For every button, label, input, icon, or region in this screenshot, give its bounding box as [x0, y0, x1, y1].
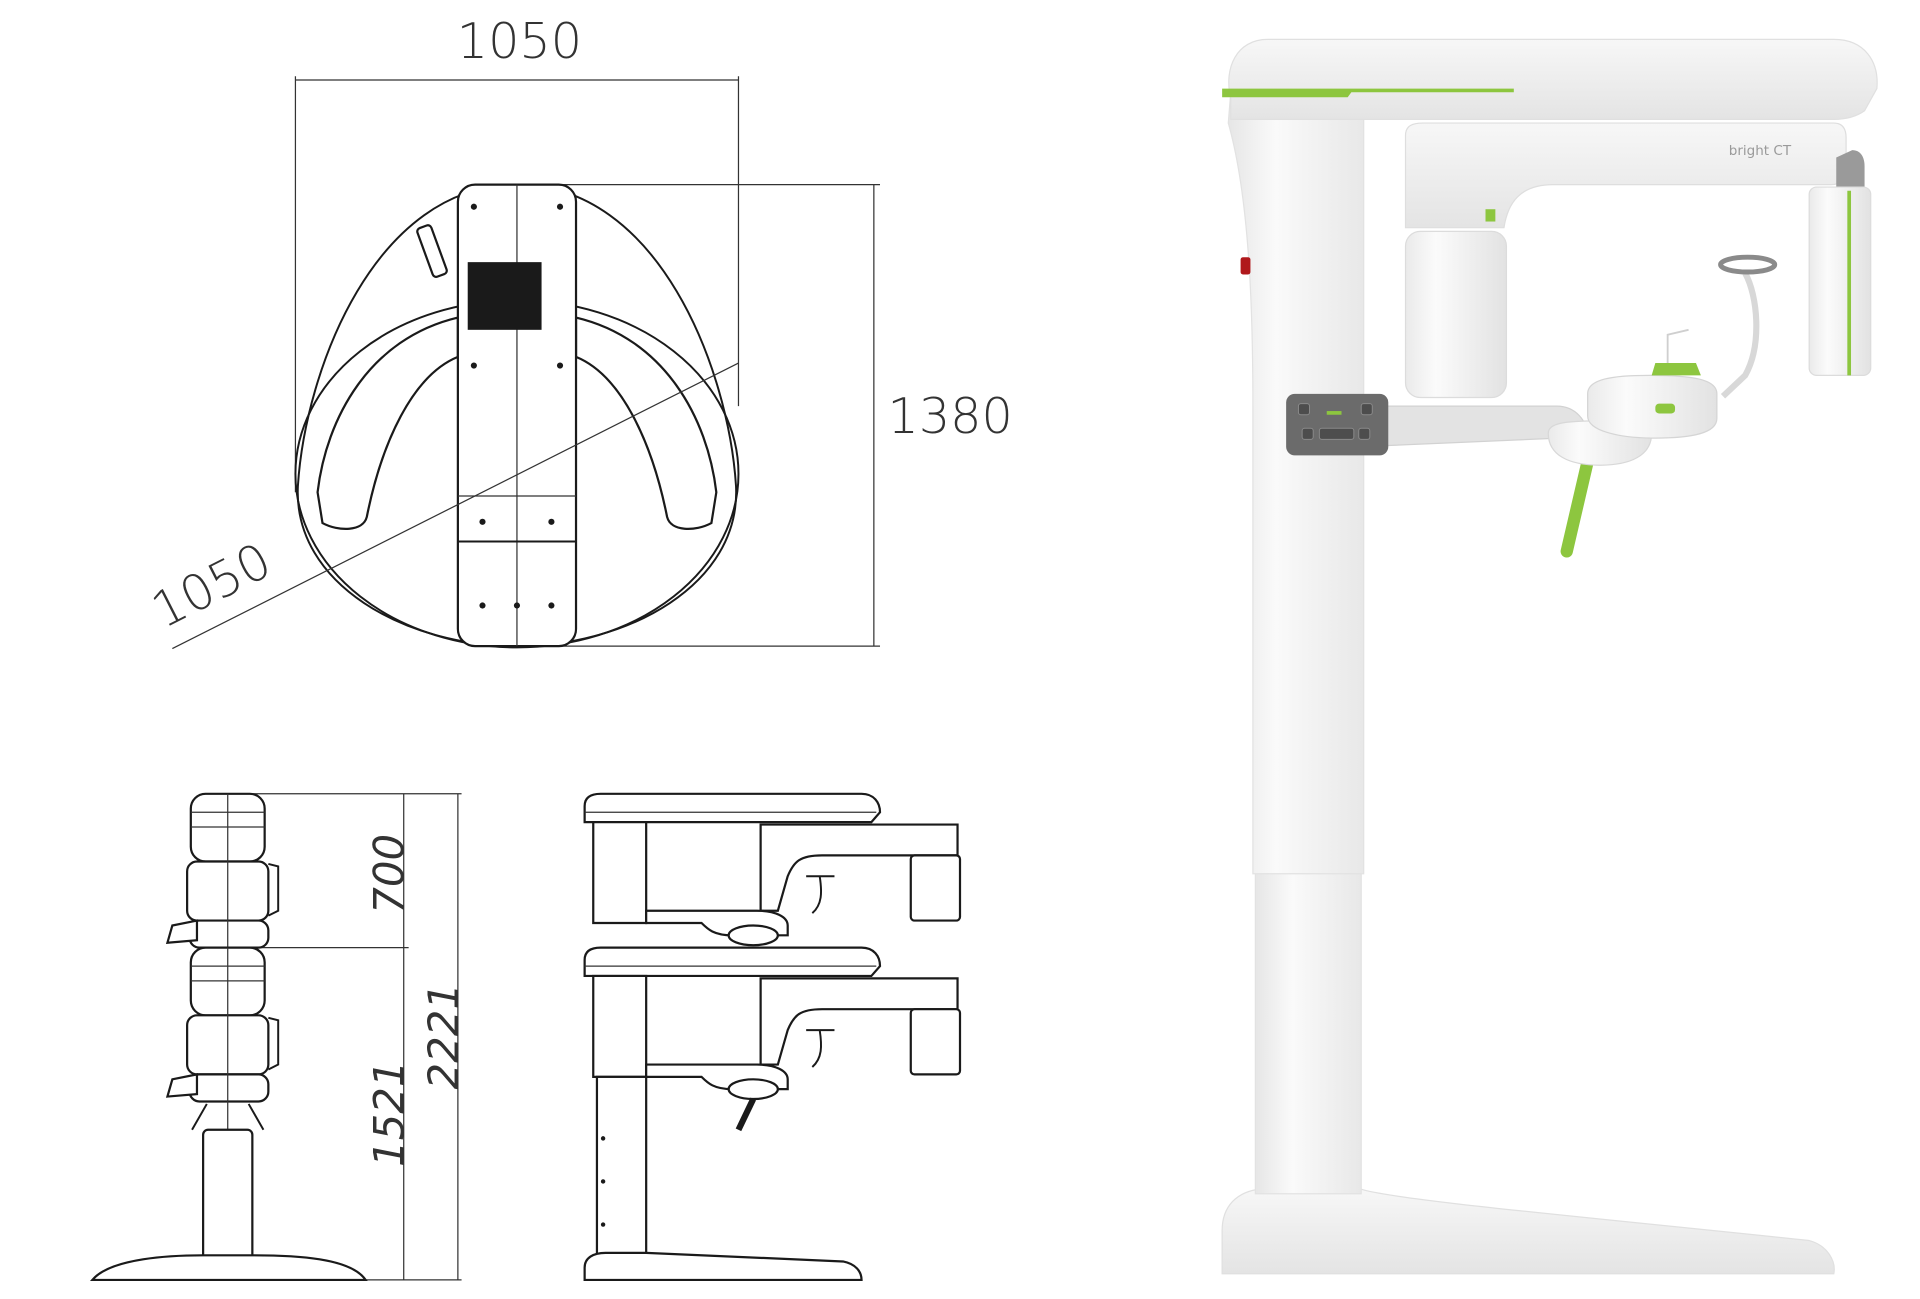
patient-support-arm: [1363, 405, 1589, 447]
diagonal-dimension-line: [172, 362, 739, 650]
diagonal-dimension-label: 1050: [142, 531, 280, 640]
temple-holder-ring: [1718, 254, 1778, 275]
lower-column: [1254, 860, 1362, 1195]
product-render: bright CT: [1221, 38, 1878, 1275]
green-accent-stripe: [1222, 88, 1514, 98]
width-dimension-label: 1050: [457, 12, 582, 70]
column-holes: [600, 1136, 606, 1227]
side-lower-position: [583, 946, 962, 1132]
front-lower-position: [165, 946, 280, 1280]
front-upper-position: [165, 792, 280, 949]
bite-indicator: [1655, 403, 1676, 414]
detector-panel: [1808, 186, 1872, 376]
brand-logo: bright CT: [1729, 143, 1792, 159]
emergency-stop-button[interactable]: [1240, 257, 1251, 275]
upper-arm: [1228, 38, 1878, 120]
panel-display: [1326, 411, 1342, 415]
bite-block-green: [1651, 363, 1701, 376]
bite-block-unit: [1587, 374, 1718, 439]
rotating-gantry: [1404, 122, 1847, 229]
left-arm: [316, 316, 459, 530]
side-view-drawing: [583, 792, 962, 1282]
patient-handle[interactable]: [1560, 455, 1594, 558]
down-button-left[interactable]: [1301, 427, 1314, 440]
head-travel-label: 700: [365, 834, 414, 914]
front-base: [89, 1254, 368, 1282]
control-panel: [1286, 393, 1389, 456]
front-column: [202, 1128, 254, 1269]
screw-points: [470, 203, 564, 609]
handle: [416, 224, 448, 278]
up-button-left[interactable]: [1297, 403, 1311, 416]
side-upper-position: [583, 792, 962, 947]
base-plate: [1221, 1188, 1835, 1275]
down-button-right[interactable]: [1358, 427, 1371, 440]
right-arm: [574, 316, 718, 530]
up-button-right[interactable]: [1360, 403, 1373, 416]
xray-tube-head: [1404, 230, 1508, 399]
upper-column: [1227, 91, 1365, 875]
detector-green-stripe: [1847, 190, 1852, 376]
depth-dimension-label: 1380: [888, 387, 1013, 445]
max-height-label: 2221: [419, 983, 468, 1089]
side-column: [595, 1075, 648, 1263]
bite-stick: [1666, 328, 1689, 364]
side-base: [583, 1251, 863, 1282]
min-height-label: 1521: [365, 1061, 414, 1167]
top-view-drawing: 1050 1380 1050: [142, 12, 1013, 650]
front-view-drawing: 700 2221 1521: [89, 792, 468, 1282]
function-buttons[interactable]: [1318, 427, 1355, 440]
vent-grille: [467, 262, 542, 330]
temple-holder-arm: [1720, 271, 1760, 399]
status-light: [1485, 209, 1496, 222]
control-panel-buttons[interactable]: [1297, 403, 1373, 440]
